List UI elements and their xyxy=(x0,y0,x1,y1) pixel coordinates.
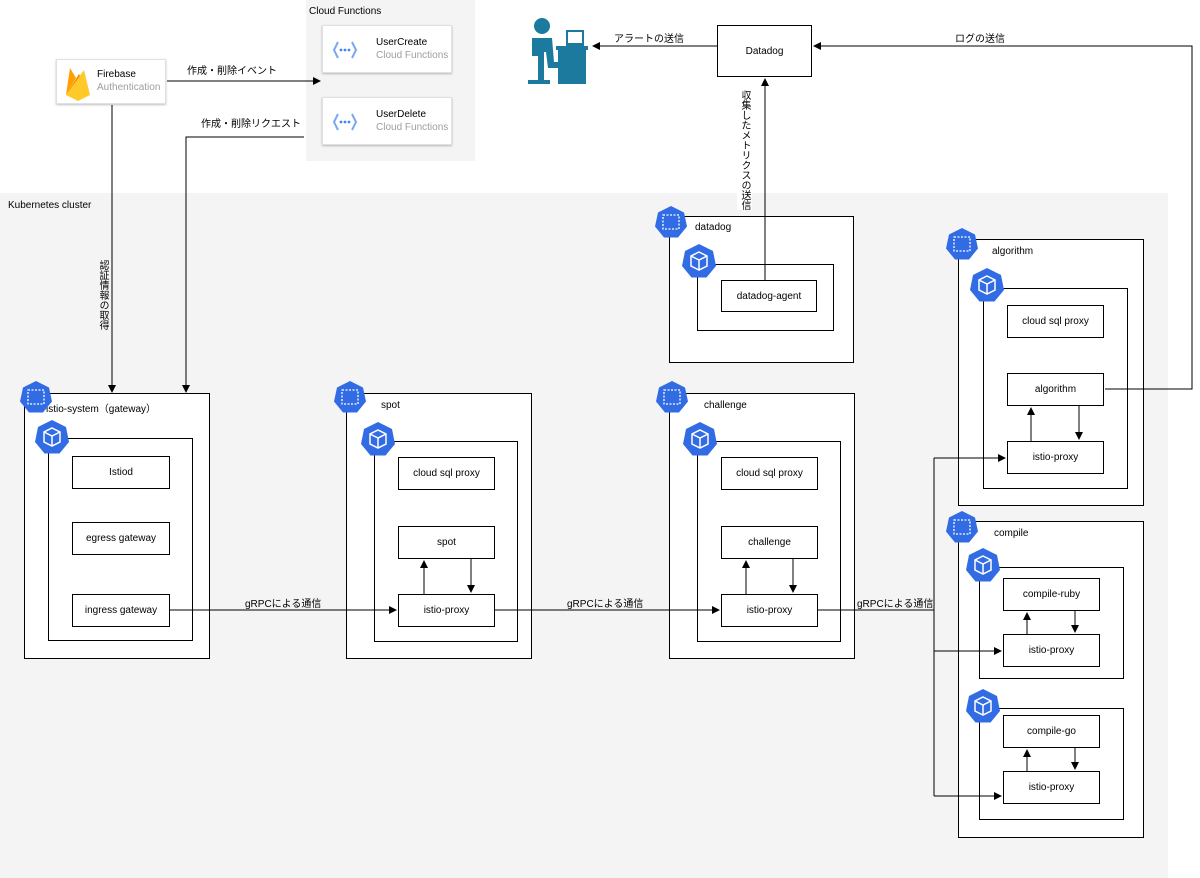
edge-label-alert-send: アラートの送信 xyxy=(614,34,684,45)
k8s-pod-icon xyxy=(965,688,1001,724)
user-at-desk-icon xyxy=(528,16,590,84)
namespace-datadog-label: datadog xyxy=(695,222,732,233)
user-delete-subtitle: Cloud Functions xyxy=(376,122,449,133)
edge-label-create-delete-event: 作成・削除イベント xyxy=(187,66,277,77)
k8s-pod-icon xyxy=(969,267,1005,303)
edge-label-grpc-3: gRPCによる通信 xyxy=(857,599,934,610)
compile-ruby-box[interactable]: compile-ruby xyxy=(1003,578,1100,611)
namespace-compile-label: compile xyxy=(994,528,1029,539)
edge-label-grpc-1: gRPCによる通信 xyxy=(245,599,322,610)
namespace-challenge-label: challenge xyxy=(704,400,747,411)
algorithm-istio-proxy-box[interactable]: istio-proxy xyxy=(1007,441,1104,474)
firebase-title: Firebase xyxy=(97,69,136,80)
spot-istio-proxy-box[interactable]: istio-proxy xyxy=(398,594,495,627)
namespace-istio-system-label: istio-system（gateway） xyxy=(46,404,157,415)
k8s-pod-icon xyxy=(965,547,1001,583)
compile-ruby-istio-proxy-box[interactable]: istio-proxy xyxy=(1003,634,1100,667)
cloud-functions-group-label: Cloud Functions xyxy=(309,6,382,17)
algorithm-app-box[interactable]: algorithm xyxy=(1007,373,1104,406)
challenge-istio-proxy-box[interactable]: istio-proxy xyxy=(721,594,818,627)
datadog-node[interactable]: Datadog xyxy=(717,25,812,77)
k8s-pod-icon xyxy=(34,419,70,455)
edge-label-create-delete-request: 作成・削除リクエスト xyxy=(201,119,301,130)
firebase-subtitle: Authentication xyxy=(97,82,161,93)
firebase-icon xyxy=(64,64,92,102)
compile-go-istio-proxy-box[interactable]: istio-proxy xyxy=(1003,771,1100,804)
kubernetes-cluster-label: Kubernetes cluster xyxy=(8,200,92,211)
edge-label-metrics-send: 収集したメトリクスの送信 xyxy=(737,90,752,210)
datadog-agent-box[interactable]: datadog-agent xyxy=(721,280,817,312)
k8s-namespace-icon xyxy=(333,380,367,414)
cloud-functions-icon xyxy=(332,110,358,134)
k8s-namespace-icon xyxy=(19,380,53,414)
egress-gateway-box[interactable]: egress gateway xyxy=(72,522,170,555)
k8s-namespace-icon xyxy=(945,510,979,544)
k8s-pod-icon xyxy=(682,421,718,457)
user-create-subtitle: Cloud Functions xyxy=(376,50,449,61)
user-delete-title: UserDelete xyxy=(376,109,427,120)
compile-go-box[interactable]: compile-go xyxy=(1003,715,1100,748)
user-delete-function[interactable]: UserDelete Cloud Functions xyxy=(322,97,452,145)
edge-label-grpc-2: gRPCによる通信 xyxy=(567,599,644,610)
edge-label-log-send: ログの送信 xyxy=(955,34,1005,45)
ingress-gateway-box[interactable]: ingress gateway xyxy=(72,594,170,627)
user-create-function[interactable]: UserCreate Cloud Functions xyxy=(322,25,452,73)
namespace-algorithm-label: algorithm xyxy=(992,246,1034,257)
user-create-title: UserCreate xyxy=(376,37,428,48)
k8s-pod-icon xyxy=(681,243,717,279)
cloud-functions-icon xyxy=(332,38,358,62)
k8s-namespace-icon xyxy=(655,380,689,414)
spot-cloud-sql-proxy-box[interactable]: cloud sql proxy xyxy=(398,457,495,490)
algorithm-cloud-sql-proxy-box[interactable]: cloud sql proxy xyxy=(1007,305,1104,338)
k8s-pod-icon xyxy=(360,421,396,457)
edge-label-auth-fetch: 認証情報の取得 xyxy=(95,260,110,330)
k8s-namespace-icon xyxy=(654,205,688,239)
namespace-spot-label: spot xyxy=(381,400,400,411)
challenge-cloud-sql-proxy-box[interactable]: cloud sql proxy xyxy=(721,457,818,490)
istiod-box[interactable]: Istiod xyxy=(72,456,170,489)
k8s-namespace-icon xyxy=(945,227,979,261)
spot-app-box[interactable]: spot xyxy=(398,526,495,559)
challenge-app-box[interactable]: challenge xyxy=(721,526,818,559)
firebase-auth-node[interactable]: Firebase Authentication xyxy=(56,59,166,104)
